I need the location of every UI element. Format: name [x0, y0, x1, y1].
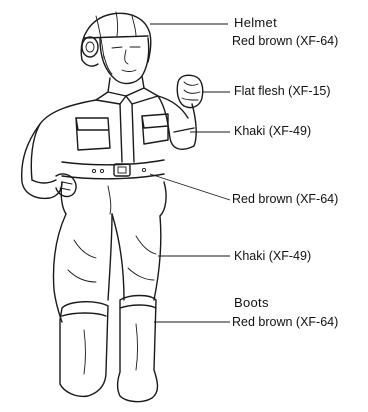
- boots-heading: Boots: [234, 296, 269, 310]
- left-arm-drawing: [22, 124, 76, 198]
- tunic-drawing: [31, 96, 188, 216]
- tunic-color-label: Khaki (XF-49): [234, 124, 311, 138]
- helmet-heading: Helmet: [234, 16, 277, 30]
- belt-leader: [150, 174, 230, 200]
- right-arm-drawing: [158, 75, 203, 149]
- collar-drawing: [96, 76, 158, 104]
- helmet-color-label: Red brown (XF-64): [232, 34, 338, 48]
- belt-drawing: [62, 160, 164, 179]
- trousers-color-label: Khaki (XF-49): [234, 249, 311, 263]
- helmet-drawing: [81, 12, 151, 66]
- hand-color-label: Flat flesh (XF-15): [234, 84, 331, 98]
- boots-color-label: Red brown (XF-64): [232, 315, 338, 329]
- boots-drawing: [60, 296, 158, 402]
- belt-color-label: Red brown (XF-64): [232, 192, 338, 206]
